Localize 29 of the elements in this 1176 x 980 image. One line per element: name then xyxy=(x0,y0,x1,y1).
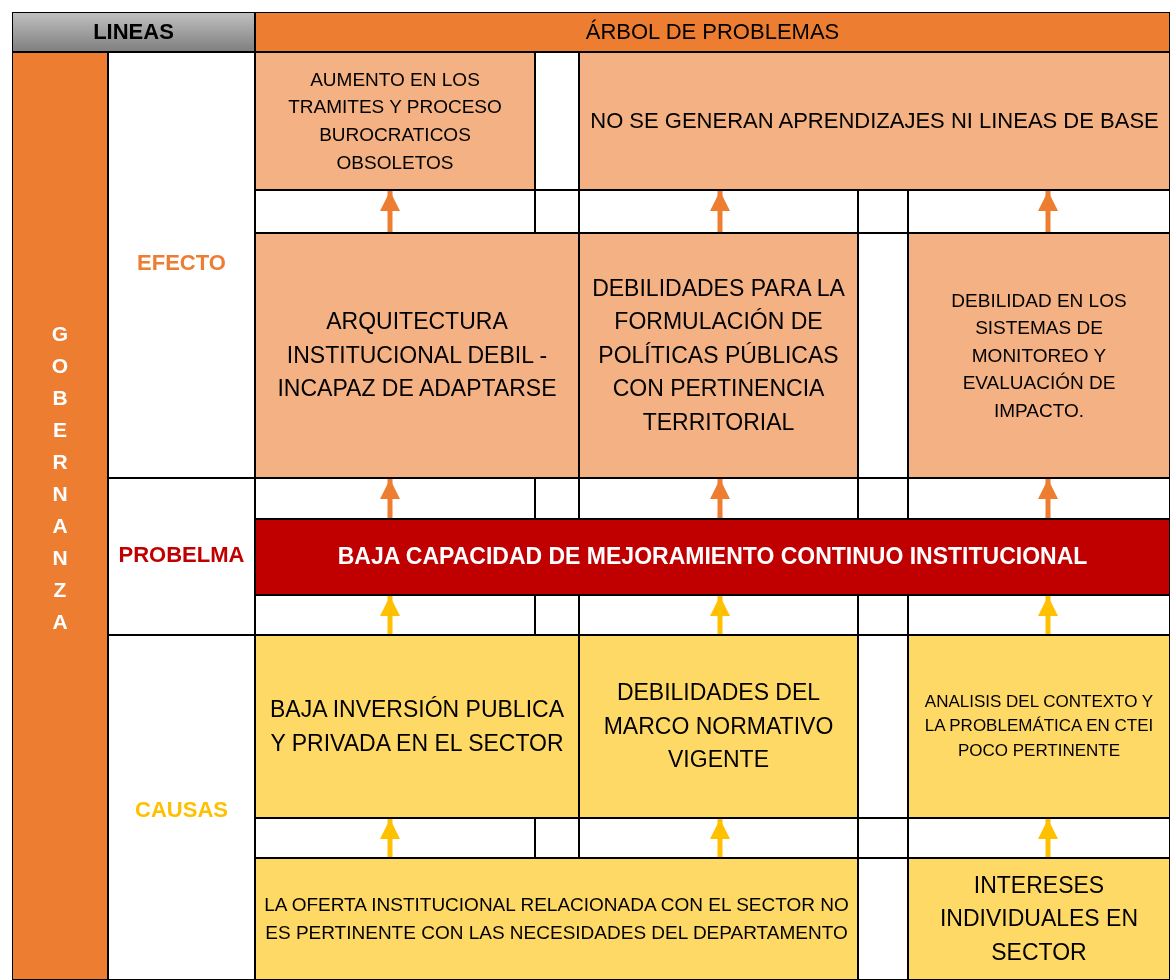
arrow xyxy=(380,819,400,857)
side-label: EFECTO xyxy=(136,250,227,276)
side-label: CAUSAS xyxy=(134,797,229,823)
header-cell: ÁRBOL DE PROBLEMAS xyxy=(255,12,1170,52)
arrow xyxy=(380,596,400,634)
arrow xyxy=(1038,479,1058,518)
effect-box: DEBILIDADES PARA LA FORMULACIÓN DE POLÍTICAS PÚBLICAS CON PERTINENCIA TERRITORIAL xyxy=(579,233,858,478)
arrow xyxy=(380,191,400,232)
arrow xyxy=(710,596,730,634)
arrow xyxy=(1038,596,1058,634)
problem-box: BAJA CAPACIDAD DE MEJORAMIENTO CONTINUO INSTITUCIONAL xyxy=(255,519,1170,595)
cause-box: INTERESES INDIVIDUALES EN SECTOR xyxy=(908,858,1170,980)
arrow xyxy=(1038,819,1058,857)
arrow xyxy=(710,479,730,518)
arrow xyxy=(1038,191,1058,232)
effect-box: AUMENTO EN LOS TRAMITES Y PROCESO BUROCRATICOS OBSOLETOS xyxy=(255,52,535,190)
effect-box: DEBILIDAD EN LOS SISTEMAS DE MONITOREO Y EVALUACIÓN DE IMPACTO. xyxy=(908,233,1170,478)
side-label: PROBELMA xyxy=(117,542,246,568)
arrow xyxy=(710,191,730,232)
cause-box: DEBILIDADES DEL MARCO NORMATIVO VIGENTE xyxy=(579,635,858,818)
effect-box: NO SE GENERAN APRENDIZAJES NI LINEAS DE BASE xyxy=(579,52,1170,190)
cause-box: BAJA INVERSIÓN PUBLICA Y PRIVADA EN EL SECTOR xyxy=(255,635,579,818)
cause-box: ANALISIS DEL CONTEXTO Y LA PROBLEMÁTICA EN CTEI POCO PERTINENTE xyxy=(908,635,1170,818)
header-cell: LINEAS xyxy=(12,12,255,52)
vertical-band: GOBERNANZA xyxy=(12,52,108,980)
arrow xyxy=(380,479,400,518)
effect-box: ARQUITECTURA INSTITUCIONAL DEBIL - INCAPAZ DE ADAPTARSE xyxy=(255,233,579,478)
arrow xyxy=(710,819,730,857)
cause-box: LA OFERTA INSTITUCIONAL RELACIONADA CON EL SECTOR NO ES PERTINENTE CON LAS NECESIDADES DEL DEPARTAMENTO xyxy=(255,858,858,980)
